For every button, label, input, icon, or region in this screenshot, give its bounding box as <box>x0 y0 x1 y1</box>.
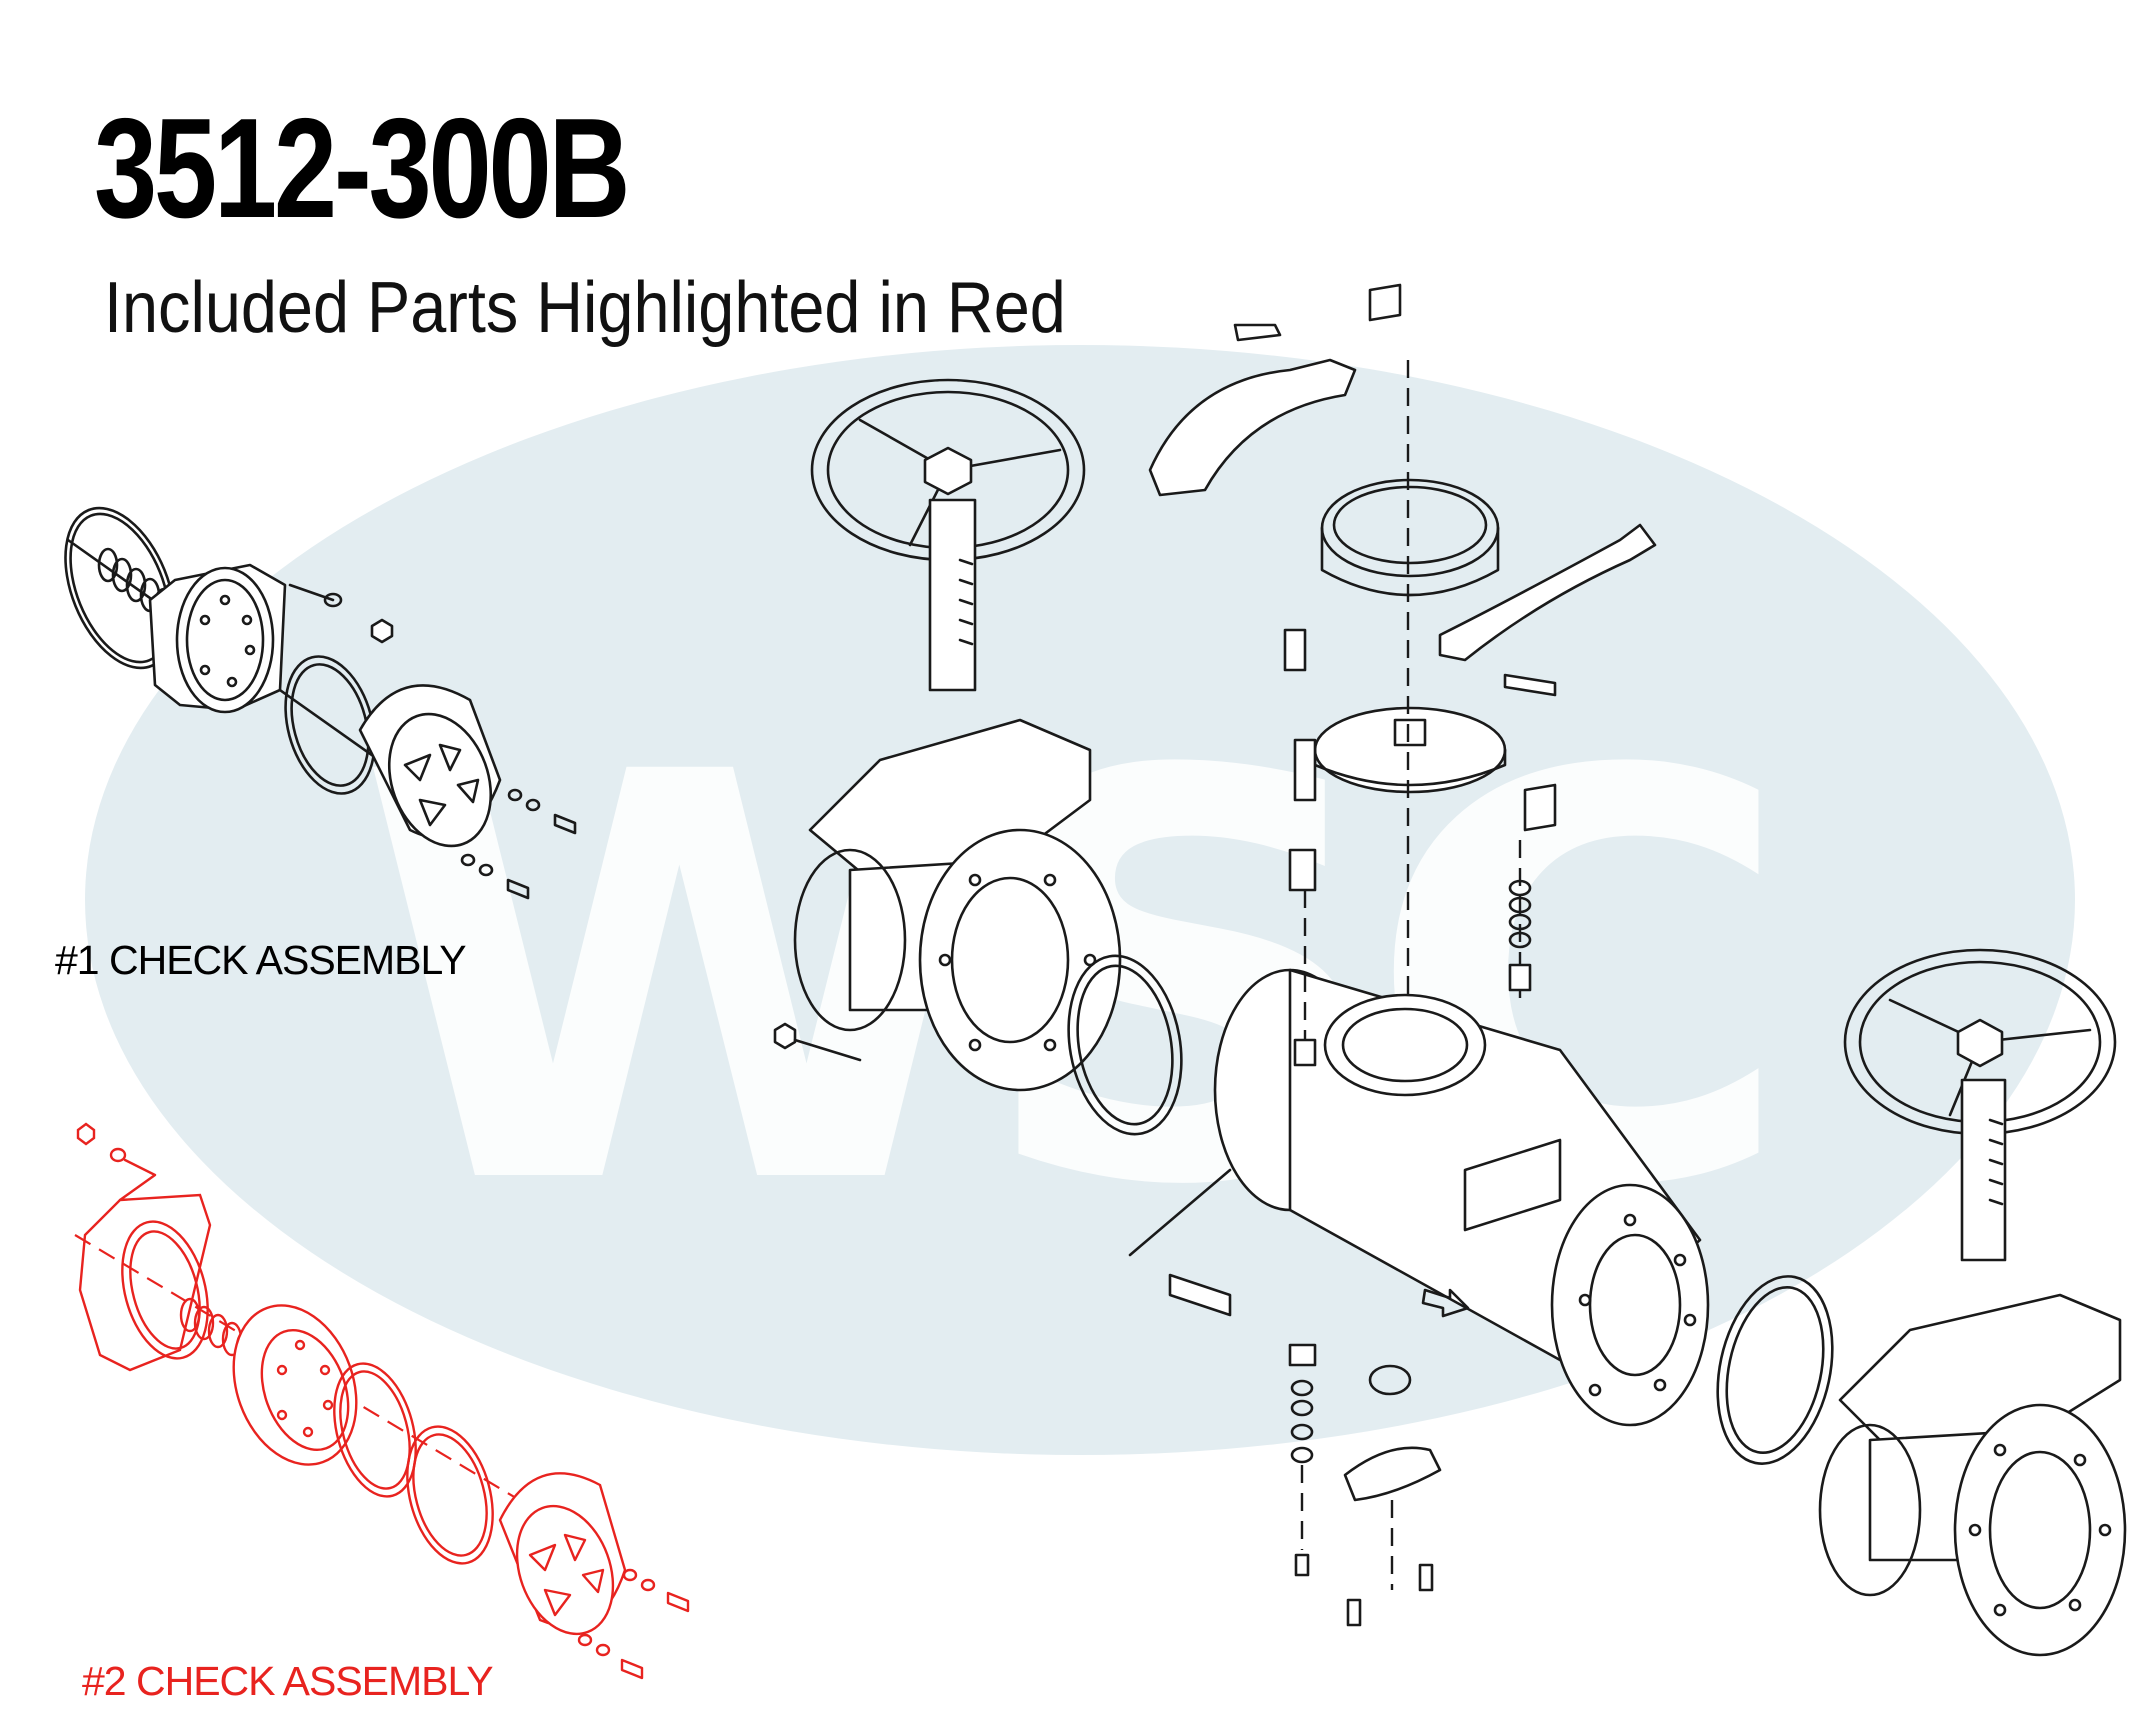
top-cover-parts-drawing <box>1148 283 1657 1000</box>
left-gasket-drawing <box>1067 954 1183 1136</box>
check-assembly-1-drawing <box>64 506 577 900</box>
check-assembly-2-label: #2 CHECK ASSEMBLY <box>82 1658 494 1704</box>
check-assembly-2-drawing <box>74 1122 690 1680</box>
right-gasket-drawing <box>1716 1275 1834 1465</box>
test-cocks-drawing <box>1283 628 1557 1627</box>
diagram-subtitle: Included Parts Highlighted in Red <box>104 268 1066 348</box>
right-gate-valve-drawing <box>1818 948 2127 1657</box>
product-model-title: 3512-300B <box>94 89 631 248</box>
left-gate-valve-drawing <box>773 378 1122 1092</box>
main-body-drawing <box>1128 968 1710 1427</box>
check-assembly-1-label: #1 CHECK ASSEMBLY <box>55 937 467 983</box>
